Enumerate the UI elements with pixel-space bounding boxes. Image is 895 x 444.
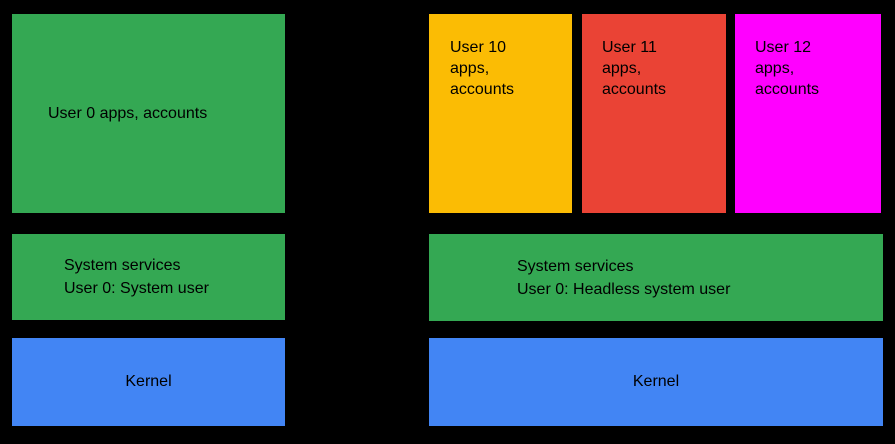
user10-line2: apps, [450,60,490,77]
user11-line2: apps, [602,60,642,77]
user11-line1: User 11 [602,39,657,56]
user12-line2: apps, [755,60,795,77]
system-services-right-line1: System services [517,257,634,275]
user0-apps-label: User 0 apps, accounts [48,104,208,122]
user11-apps-box: User 11 apps, accounts [582,14,726,213]
user10-apps-box: User 10 apps, accounts [429,14,572,213]
system-services-left-box: System services User 0: System user [12,234,285,320]
kernel-right-box: Kernel [429,338,883,426]
kernel-left-label: Kernel [125,373,172,390]
user12-line3: accounts [755,81,820,98]
kernel-left-box: Kernel [12,338,285,426]
system-services-right-line2: User 0: Headless system user [517,280,731,298]
system-services-left-line1: System services [64,257,181,274]
system-services-right-box: System services User 0: Headless system … [429,234,883,321]
user12-apps-box: User 12 apps, accounts [735,14,881,213]
user0-apps-box: User 0 apps, accounts [12,14,285,213]
user10-line3: accounts [450,81,515,98]
user10-line1: User 10 [450,39,507,56]
system-services-left-line2: User 0: System user [64,280,209,297]
user11-line3: accounts [602,81,667,98]
user12-line1: User 12 [755,39,812,56]
kernel-right-label: Kernel [632,373,680,390]
